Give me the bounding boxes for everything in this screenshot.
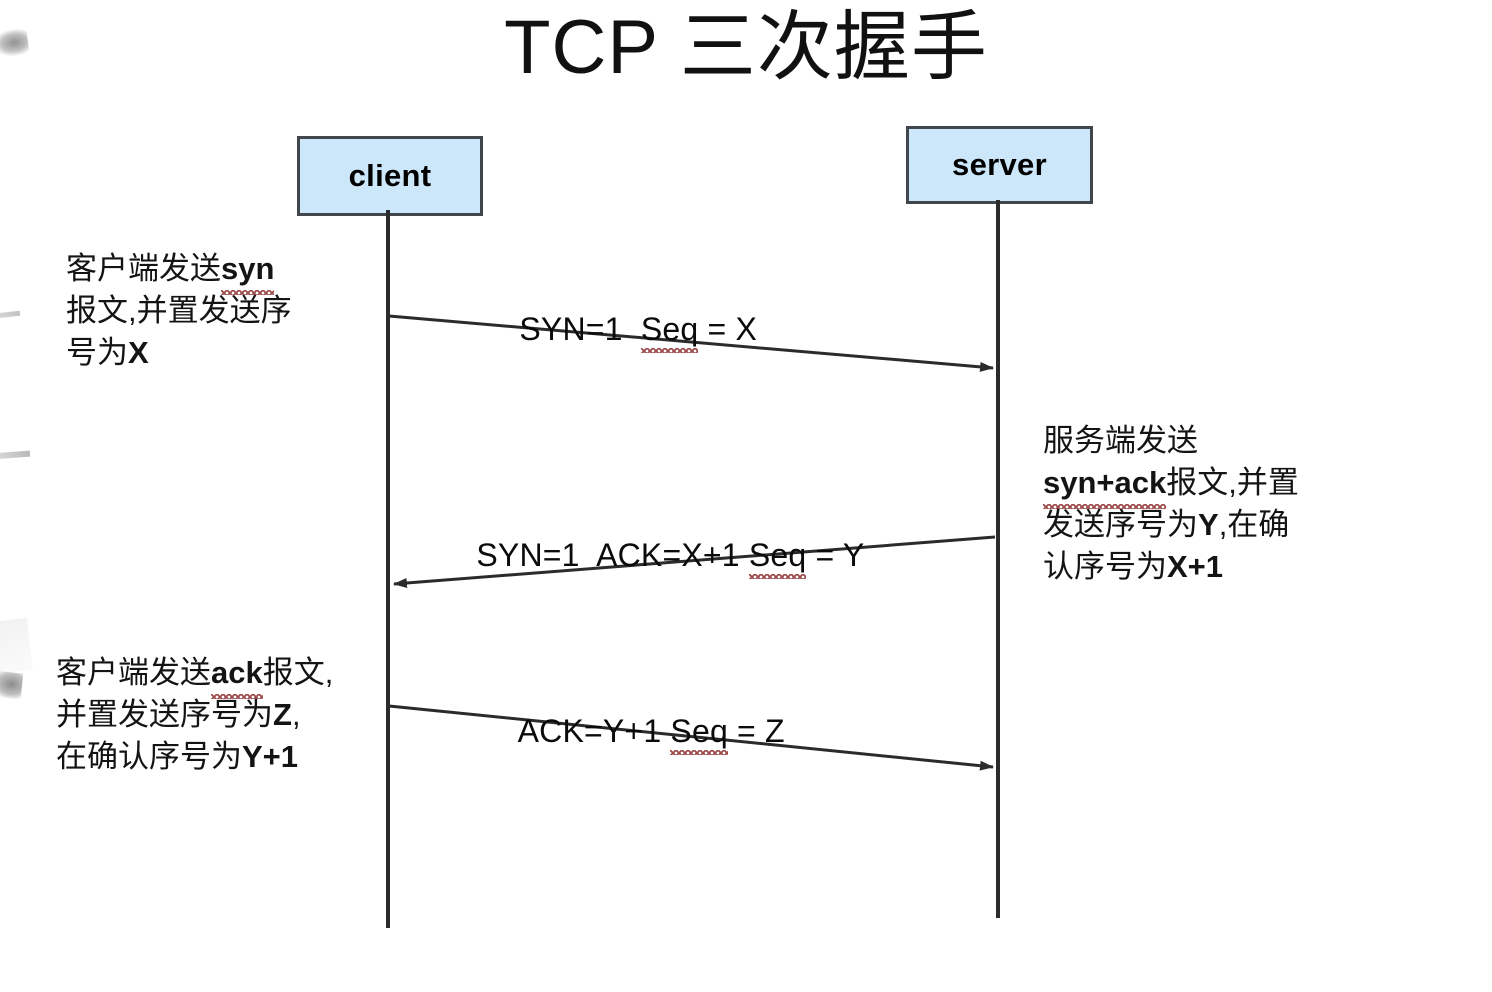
participant-label-server: server bbox=[952, 147, 1047, 182]
message-2-text-a: SYN=1 ACK=X+1 bbox=[476, 537, 749, 573]
annotation-server-synack-line-3: 发送序号为Y,在确 bbox=[1043, 507, 1290, 542]
message-1-text-a: SYN=1 bbox=[519, 311, 641, 347]
annotation-client-syn-line-1: 客户端发送syn bbox=[66, 248, 366, 295]
edge-artifact-top bbox=[0, 27, 30, 59]
participant-box-server[interactable]: server bbox=[906, 126, 1093, 204]
annotation-server-synack-misspelled: syn+ack bbox=[1043, 462, 1167, 509]
message-3-misspelled-seq: Seq bbox=[670, 713, 728, 755]
message-3-text-b: = Z bbox=[727, 713, 785, 749]
message-1-text-b: = X bbox=[698, 311, 758, 347]
participant-label-client: client bbox=[348, 158, 432, 193]
annotation-client-syn-misspelled: syn bbox=[221, 248, 275, 295]
edge-artifact-pale-shape bbox=[0, 617, 34, 675]
message-2-misspelled-seq: Seq bbox=[748, 537, 807, 579]
message-2-text-b: = Y bbox=[806, 537, 865, 573]
annotation-client-ack-line-3: 在确认序号为Y+1 bbox=[56, 739, 299, 774]
annotation-server-synack-line-2: syn+ack报文,并置 bbox=[1043, 462, 1363, 509]
lifeline-client bbox=[386, 210, 390, 928]
message-label-3: ACK=Y+1 Seq = Z bbox=[483, 674, 785, 788]
lifeline-server bbox=[996, 200, 1000, 918]
page-title: TCP 三次握手 bbox=[504, 5, 988, 90]
edge-artifact-mid-2 bbox=[0, 450, 31, 460]
annotation-server-synack: 服务端发送 syn+ack报文,并置 发送序号为Y,在确 认序号为X+1 bbox=[1043, 420, 1363, 588]
annotation-client-ack-line-2: 并置发送序号为Z, bbox=[56, 697, 301, 732]
annotation-client-ack-line-1: 客户端发送ack报文, bbox=[56, 652, 401, 699]
message-3-text-a: ACK=Y+1 bbox=[517, 713, 671, 749]
message-1-misspelled-seq: Seq bbox=[640, 311, 699, 353]
message-label-2: SYN=1 ACK=X+1 Seq = Y bbox=[440, 498, 864, 612]
message-label-1: SYN=1 Seq = X bbox=[483, 272, 757, 386]
annotation-client-syn-line-2: 报文,并置发送序 bbox=[66, 293, 292, 328]
annotation-client-syn-line-3: 号为X bbox=[66, 335, 149, 370]
annotation-client-ack-misspelled: ack bbox=[211, 652, 263, 699]
annotation-client-ack: 客户端发送ack报文, 并置发送序号为Z, 在确认序号为Y+1 bbox=[56, 652, 401, 778]
annotation-server-synack-line-4: 认序号为X+1 bbox=[1043, 549, 1224, 584]
participant-box-client[interactable]: client bbox=[297, 136, 483, 216]
edge-artifact-mid-1 bbox=[0, 310, 21, 319]
annotation-server-synack-line-1: 服务端发送 bbox=[1043, 423, 1198, 458]
annotation-client-syn: 客户端发送syn 报文,并置发送序 号为X bbox=[66, 248, 366, 374]
edge-artifact-bottom bbox=[0, 670, 24, 700]
